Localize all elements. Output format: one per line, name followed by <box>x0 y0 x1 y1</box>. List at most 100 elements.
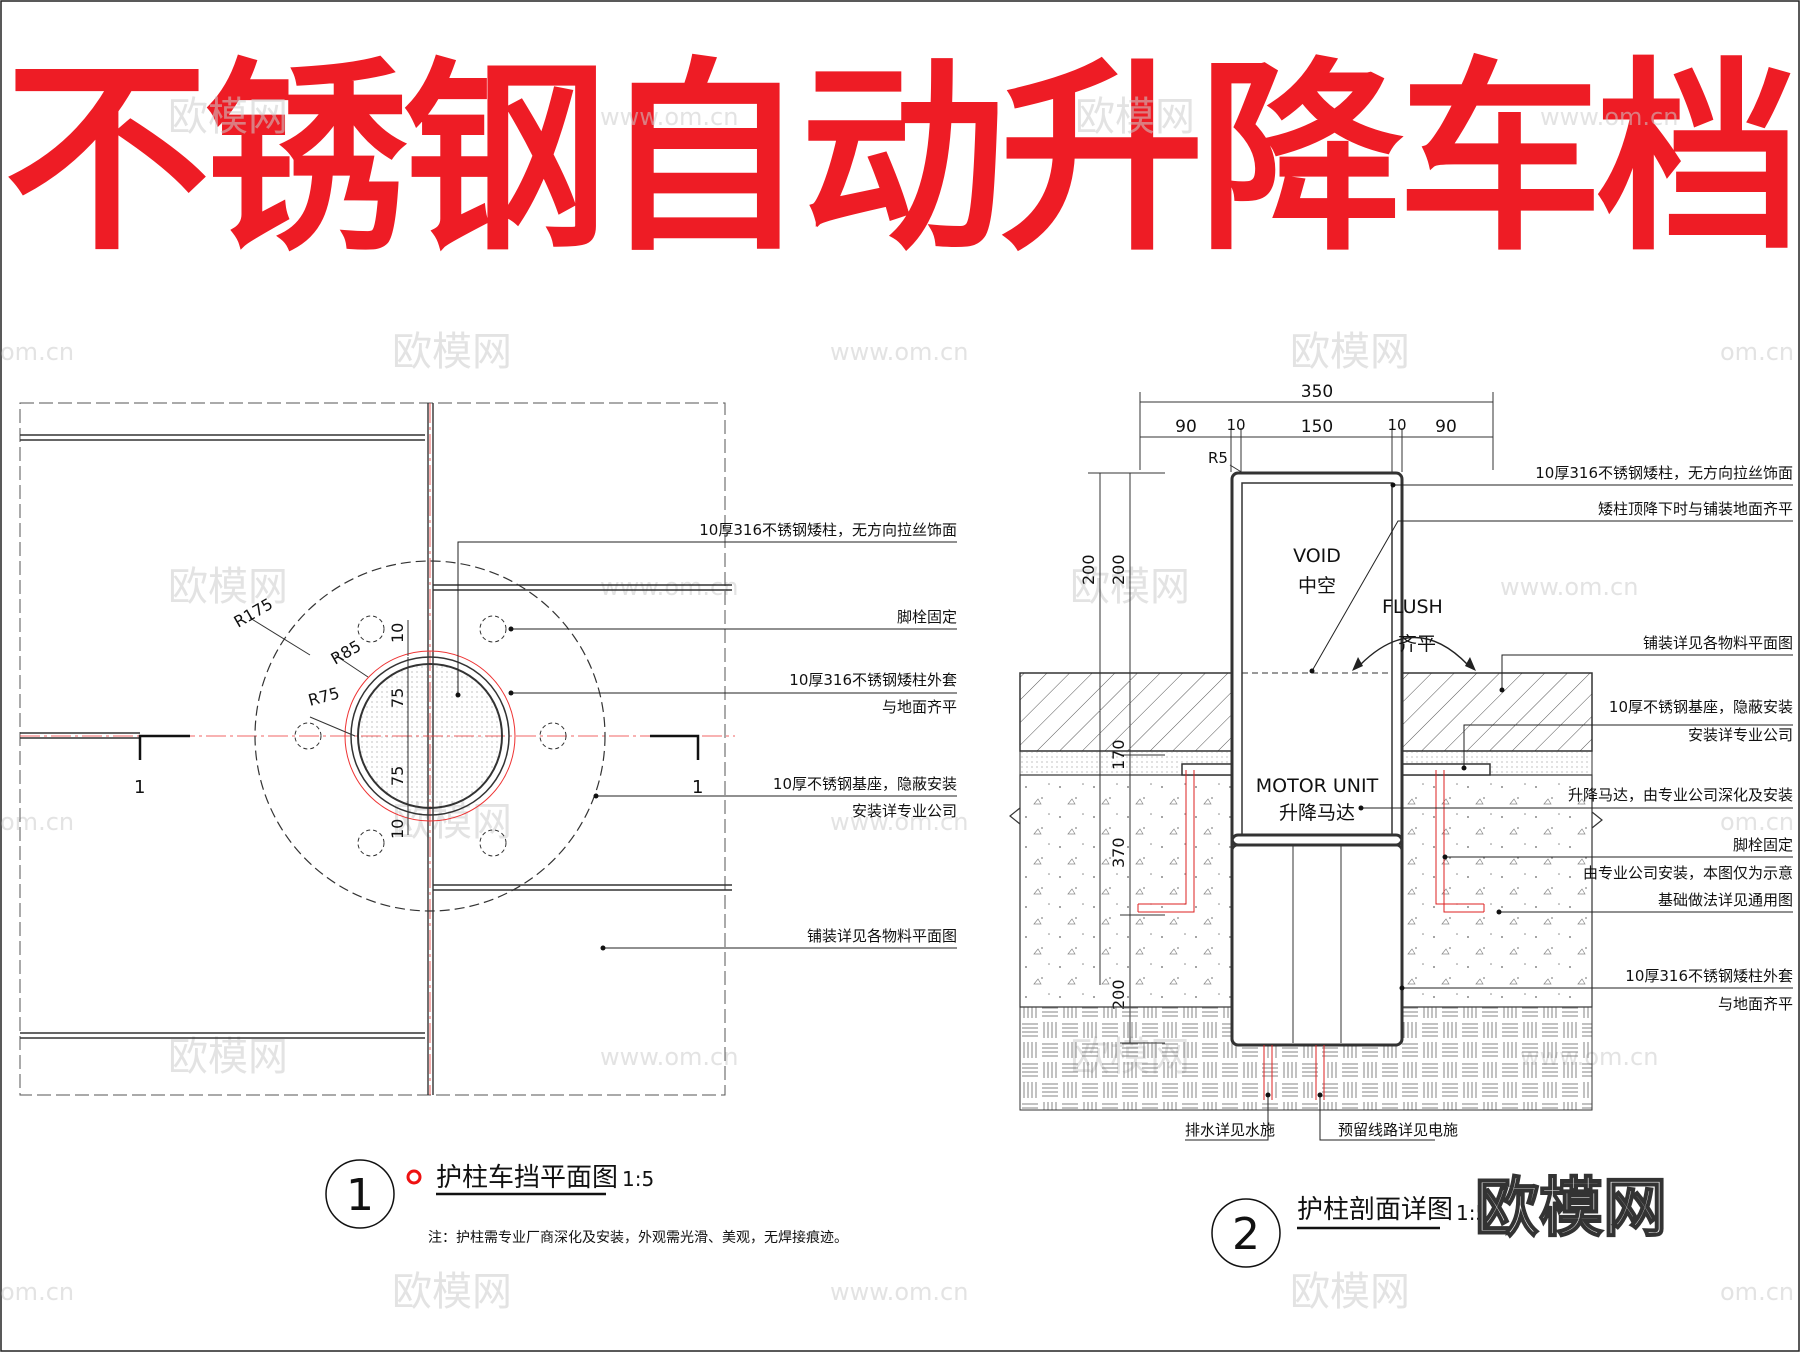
radius-leaders <box>249 617 409 835</box>
plan-border <box>19 402 726 1096</box>
cable-label: 预留线路详见电施 <box>1338 1121 1458 1139</box>
section-label: 铺装详见各物料平面图 <box>1643 634 1793 652</box>
section-mark-label: 1 <box>692 777 703 798</box>
plan-label: 10厚316不锈钢矮柱，无方向拉丝饰面 <box>699 521 957 539</box>
bollard-circle <box>357 663 503 809</box>
plan-title-circle <box>325 1159 395 1229</box>
conduit-lines <box>1263 1045 1325 1100</box>
dim-10: 10 <box>388 623 407 643</box>
plan-note: 注：护柱需专业厂商深化及安装，外观需光滑、美观，无焊接痕迹。 <box>428 1229 848 1246</box>
concrete-right <box>1401 774 1593 1008</box>
watermark-url: om.cn <box>0 808 74 836</box>
sleeve-circle <box>344 650 516 822</box>
section-label: 脚栓固定 <box>1733 836 1793 854</box>
watermark-url: www.om.cn <box>830 808 968 836</box>
watermark-url: om.cn <box>0 338 74 366</box>
plan-label: 10厚不锈钢基座，隐蔽安装 <box>773 775 957 793</box>
section-label: 基础做法详见通用图 <box>1658 891 1793 909</box>
break-line-left <box>1009 807 1021 825</box>
housing-sleeve <box>1230 843 1404 1047</box>
bottom-leaders <box>1185 1095 1435 1141</box>
dim-r75: R75 <box>306 683 341 710</box>
watermark-url: om.cn <box>1720 808 1794 836</box>
dim-75: 75 <box>388 766 407 786</box>
watermark-logo: 欧模网 <box>1290 1269 1410 1315</box>
watermark-logo: 欧模网 <box>1075 94 1195 140</box>
watermark-url: www.om.cn <box>600 103 738 131</box>
watermark-url: www.om.cn <box>830 1278 968 1306</box>
anchor-bolts <box>294 615 567 857</box>
plan-label: 脚栓固定 <box>897 608 957 626</box>
leader-dots <box>455 626 606 951</box>
dim-75: 75 <box>388 688 407 708</box>
section-label: 由专业公司安装，本图仅为示意 <box>1583 864 1793 882</box>
section-label: 升降马达，由专业公司深化及安装 <box>1568 786 1793 804</box>
paving-layer-left <box>1019 672 1233 752</box>
dim-10: 10 <box>388 819 407 839</box>
break-line-right <box>1591 811 1603 829</box>
anchor-bolt-lines <box>1137 770 1485 913</box>
motor-label-cn: 升降马达 <box>1279 802 1355 824</box>
sleeve-circle-inner <box>350 656 510 816</box>
watermark-logo: 欧模网 <box>168 1034 288 1080</box>
watermark-url: www.om.cn <box>830 338 968 366</box>
section-label: 安装详专业公司 <box>1688 726 1793 744</box>
paving-layer-right <box>1401 672 1593 752</box>
dim-r85: R85 <box>328 636 365 668</box>
bollard-lower <box>1230 833 1404 1047</box>
dim-90: 90 <box>1175 417 1197 437</box>
flush-label-cn: 齐平 <box>1398 633 1436 655</box>
outer-dashed-circle <box>254 560 606 912</box>
dim-200: 200 <box>1079 554 1098 585</box>
void-label-en: VOID <box>1293 545 1341 567</box>
top-dimension-lines <box>1139 392 1494 472</box>
watermark-logo: 欧模网 <box>168 94 288 140</box>
section-label: 10厚316不锈钢矮柱外套 <box>1625 967 1793 985</box>
plan-label: 铺装详见各物料平面图 <box>807 927 957 945</box>
watermark-url: om.cn <box>1720 338 1794 366</box>
section-label-leaders <box>1311 484 1793 989</box>
dim-200: 200 <box>1109 554 1128 585</box>
plan-label: 10厚316不锈钢矮柱外套 <box>789 671 957 689</box>
brand-logo: 欧模网 <box>1475 1172 1667 1246</box>
watermark-url: om.cn <box>0 1278 74 1306</box>
section-title-circle <box>1211 1198 1281 1268</box>
flush-label-en: FLUSH <box>1382 596 1443 618</box>
label-leaders <box>457 541 957 949</box>
section-scale: 1:5 <box>1456 1201 1488 1225</box>
plan-title-marker <box>406 1169 422 1185</box>
watermark-url: www.om.cn <box>1540 103 1678 131</box>
watermark-url: www.om.cn <box>600 573 738 601</box>
dim-90: 90 <box>1435 417 1457 437</box>
watermark-logo: 欧模网 <box>1290 329 1410 375</box>
section-label: 矮柱顶降下时与铺装地面齐平 <box>1598 500 1793 518</box>
dim-350: 350 <box>1301 382 1333 402</box>
concrete-left <box>1019 774 1233 1008</box>
dim-150: 150 <box>1301 417 1333 437</box>
section-title-number: 2 <box>1232 1209 1260 1260</box>
plan-scale: 1:5 <box>622 1167 654 1191</box>
void-label-cn: 中空 <box>1298 575 1336 597</box>
dim-10: 10 <box>1226 416 1245 434</box>
motor-label-en: MOTOR UNIT <box>1256 775 1379 797</box>
watermark-url: www.om.cn <box>1500 573 1638 601</box>
plan-label: 安装详专业公司 <box>852 802 957 820</box>
plan-view: 1 1 R175 R85 R75 10 75 75 10 10厚316不锈钢矮柱… <box>19 402 957 1246</box>
dim-10: 10 <box>1387 416 1406 434</box>
watermark-logo: 欧模网 <box>392 1269 512 1315</box>
watermark-logo: 欧模网 <box>168 564 288 610</box>
section-label: 10厚316不锈钢矮柱，无方向拉丝饰面 <box>1535 464 1793 482</box>
section-title: 护柱剖面详图 <box>1297 1195 1453 1225</box>
watermark-logo: 欧模网 <box>392 329 512 375</box>
flush-arc <box>1359 636 1469 666</box>
section-mark <box>138 734 700 760</box>
section-leader-dots <box>1309 482 1505 991</box>
plan-title: 护柱车挡平面图 <box>436 1163 618 1193</box>
section-label: 与地面齐平 <box>1718 995 1793 1013</box>
watermark-url: om.cn <box>1720 1278 1794 1306</box>
section-view: 350 90 10 150 10 90 R5 200 200 170 370 2… <box>1009 382 1793 1268</box>
drawing-title: 不锈钢自动升降车档 <box>4 41 1800 279</box>
watermark-url: www.om.cn <box>600 1043 738 1071</box>
